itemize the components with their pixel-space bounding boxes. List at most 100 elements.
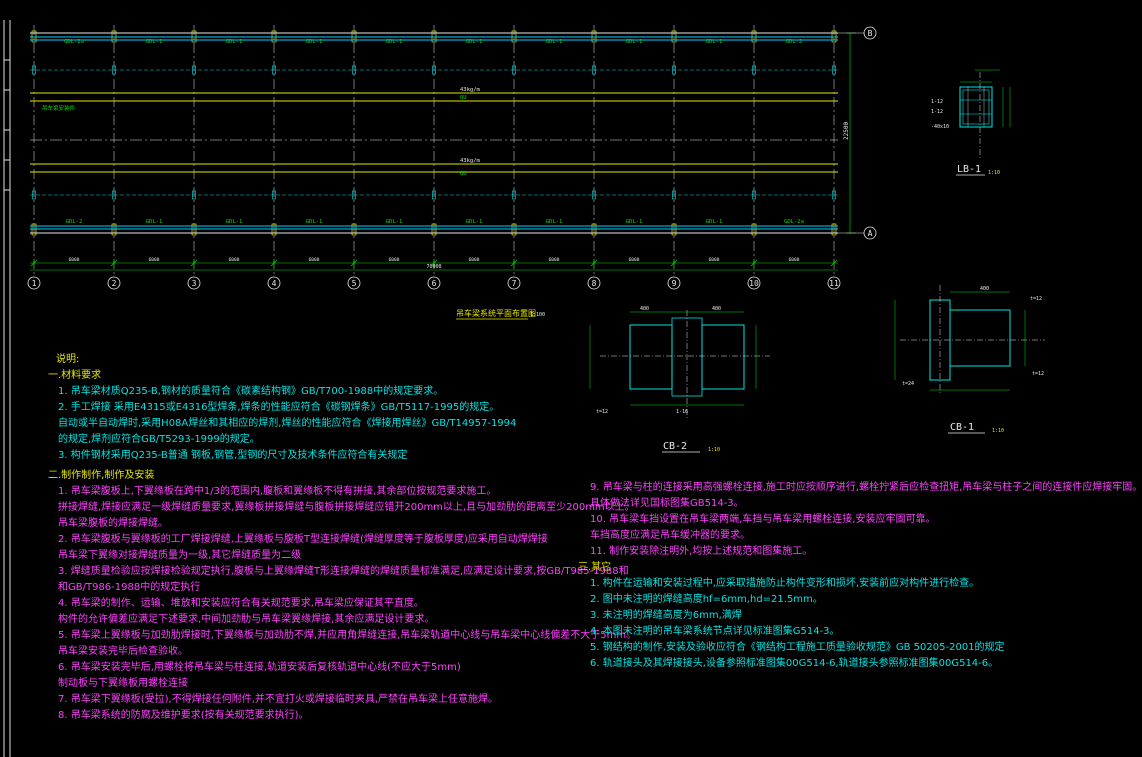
dim-tick xyxy=(750,259,758,267)
axis-bubble xyxy=(747,276,761,290)
notes-sec2-title: 二.制作制作,制作及安装 xyxy=(48,470,155,481)
notes-sec1-title: 一.材料要求 xyxy=(48,370,102,381)
note-line: 2. 手工焊接 采用E4315或E4316型焊条,焊条的性能应符合《碳钢焊条》G… xyxy=(58,402,500,413)
dim-tick xyxy=(430,259,438,267)
beam-label-bottom: GDL-1 xyxy=(226,219,243,225)
axis-number: 10 xyxy=(749,279,759,288)
notes-right: 9. 吊车梁与柱的连接采用高强螺栓连接,施工时应按顺序进行,螺栓拧紧后应检查扭矩… xyxy=(578,480,1142,672)
beam-label-bottom: GDL-1 xyxy=(306,219,323,225)
svg-text:t=24: t=24 xyxy=(902,381,914,387)
svg-text:1:10: 1:10 xyxy=(992,428,1004,434)
beam-label-top: GDL-1 xyxy=(546,39,563,45)
note-line: 1. 构件在运输和安装过程中,应采取措施防止构件变形和损坏,安装前应对构件进行检… xyxy=(590,578,980,589)
note-line: 11. 制作安装除注明外,均按上述规范和图集施工。 xyxy=(590,546,813,557)
svg-text:400: 400 xyxy=(980,286,989,292)
beam-label-bottom: GDL-1 xyxy=(146,219,163,225)
svg-text:A: A xyxy=(868,229,873,238)
axis-number: 11 xyxy=(829,279,839,288)
beam-label-top: GDL-1 xyxy=(626,39,643,45)
plan-right-dim: 22500 xyxy=(843,32,856,234)
axis-number: 8 xyxy=(592,279,597,288)
beam-label-bottom: GDL-1 xyxy=(546,219,563,225)
plan-left-note: 吊车梁安装件 xyxy=(42,104,76,112)
note-line: 10. 吊车梁车挡设置在吊车梁两端,车挡与吊车梁用螺栓连接,安装应牢固可靠。 xyxy=(590,514,936,525)
span-dim: 6000 xyxy=(389,257,400,263)
axis-number: 6 xyxy=(432,279,437,288)
beam-label-bottom: GDL-1 xyxy=(626,219,643,225)
svg-text:t=12: t=12 xyxy=(596,409,608,415)
dim-tick xyxy=(830,259,838,267)
rail-bottom-spec: QU xyxy=(460,171,467,177)
beam-label-top: GDL-1 xyxy=(386,39,403,45)
axis-bubble xyxy=(427,276,441,290)
note-line: 和GB/T986-1988中的规定执行 xyxy=(58,582,201,593)
notes-left: 说明: 一.材料要求 1. 吊车梁材质Q235-B,钢材的质量符合《碳素结构钢》… xyxy=(48,352,637,724)
svg-text:400: 400 xyxy=(640,306,649,312)
axis-number: 1 xyxy=(32,279,37,288)
axis-bubble xyxy=(267,276,281,290)
note-line: 1. 吊车梁腹板上,下翼缘板在跨中1/3的范围内,腹板和翼缘板不得有拼接,其余部… xyxy=(58,486,497,497)
plan-title: 吊车梁系统平面布置图 xyxy=(456,308,536,318)
beam-label-bottom: GDL-2a xyxy=(784,219,804,225)
note-line: 4. 本图未注明的吊车梁系统节点详见标准图集G514-3。 xyxy=(590,626,840,637)
span-dim: 6000 xyxy=(309,257,320,263)
axis-bubble xyxy=(507,276,521,290)
dim-tick xyxy=(30,259,38,267)
dim-tick xyxy=(350,259,358,267)
axis-bubble-B: B xyxy=(838,26,877,40)
dim-tick xyxy=(590,259,598,267)
span-dim: 6000 xyxy=(549,257,560,263)
note-line: 车挡高度应满足吊车缓冲器的要求。 xyxy=(590,530,750,541)
note-line: 吊车梁安装完毕后检查验收。 xyxy=(58,646,188,657)
notes-sec3-title: 三.其它 xyxy=(578,562,612,573)
dim-tick xyxy=(270,259,278,267)
axis-number: 7 xyxy=(512,279,517,288)
dim-tick xyxy=(190,259,198,267)
span-dim: 6000 xyxy=(629,257,640,263)
dim-tick xyxy=(110,259,118,267)
span-dim: 6000 xyxy=(229,257,240,263)
plan-grid-lines xyxy=(31,25,837,276)
section-lb1: 1-12 1-12 -40x10 LB-1 1:10 xyxy=(931,69,1011,176)
section-cb1: 400 t=12 t=24 t=12 CB-1 1:10 xyxy=(894,285,1045,434)
note-line: 制动板与下翼缘板用螺栓连接 xyxy=(58,678,188,689)
note-line: 8. 吊车梁系统的防腐及维护要求(按有关规范要求执行)。 xyxy=(58,710,309,721)
axis-number: 4 xyxy=(272,279,277,288)
svg-text:1:10: 1:10 xyxy=(708,447,720,453)
beam-label-top: GDL-1 xyxy=(466,39,483,45)
note-line: 的规定,焊剂应符合GB/T5293-1999的规定。 xyxy=(58,434,260,445)
plan-height-dim: 22500 xyxy=(843,122,850,140)
note-line: 5. 吊车梁上翼缘板与加劲肋焊接时,下翼缘板与加劲肋不焊,并应用角焊缝连接,吊车… xyxy=(58,630,637,641)
rail-top-spec: QU xyxy=(460,95,467,101)
plan-beams xyxy=(30,32,838,234)
note-line: 构件的允许偏差应满足下述要求,中间加劲肋与吊车梁翼缘焊接,其余应满足设计要求。 xyxy=(58,614,435,625)
axis-bubble xyxy=(187,276,201,290)
span-dim: 6000 xyxy=(709,257,720,263)
beam-label-top: GDL-1 xyxy=(146,39,163,45)
section-lb1-title: LB-1 xyxy=(957,164,981,175)
svg-text:t=12: t=12 xyxy=(1032,371,1044,377)
svg-text:1-16: 1-16 xyxy=(676,409,688,415)
axis-number: 9 xyxy=(672,279,677,288)
cad-drawing-canvas: GDL-2aGDL-26000GDL-1GDL-16000GDL-1GDL-16… xyxy=(3,20,1045,757)
beam-label-bottom: GDL-1 xyxy=(386,219,403,225)
beam-label-top: GDL-2 xyxy=(786,39,803,45)
note-line: 3. 未注明的焊缝高度为6mm,满焊 xyxy=(590,610,742,621)
axis-bubble-A: A xyxy=(838,226,877,240)
note-line: 3. 焊缝质量检验应按焊接检验规定执行,腹板与上翼缘焊缝T形连接焊缝的焊缝质量标… xyxy=(58,566,629,577)
note-line: 5. 钢结构的制作,安装及验收应符合《钢结构工程施工质量验收规范》GB 5020… xyxy=(590,642,1005,653)
beam-label-top: GDL-1 xyxy=(706,39,723,45)
plan-total-dim: 70000 xyxy=(426,264,441,270)
axis-number: 5 xyxy=(352,279,357,288)
svg-text:B: B xyxy=(868,29,873,38)
note-line: 7. 吊车梁下翼缘板(受拉),不得焊接任何附件,并不宜打火或焊接临时夹具,严禁在… xyxy=(58,694,499,705)
left-border-strip xyxy=(3,20,11,757)
section-cb1-title: CB-1 xyxy=(950,422,974,433)
dim-tick xyxy=(670,259,678,267)
axis-bubble xyxy=(107,276,121,290)
axis-bubble xyxy=(347,276,361,290)
svg-text:400: 400 xyxy=(712,306,721,312)
note-line: 3. 构件钢材采用Q235-B普通 钢板,钢管,型钢的尺寸及技术条件应符合有关规… xyxy=(58,450,408,461)
section-cb2: 400 400 1-16 t=12 CB-2 1:10 xyxy=(589,306,770,453)
